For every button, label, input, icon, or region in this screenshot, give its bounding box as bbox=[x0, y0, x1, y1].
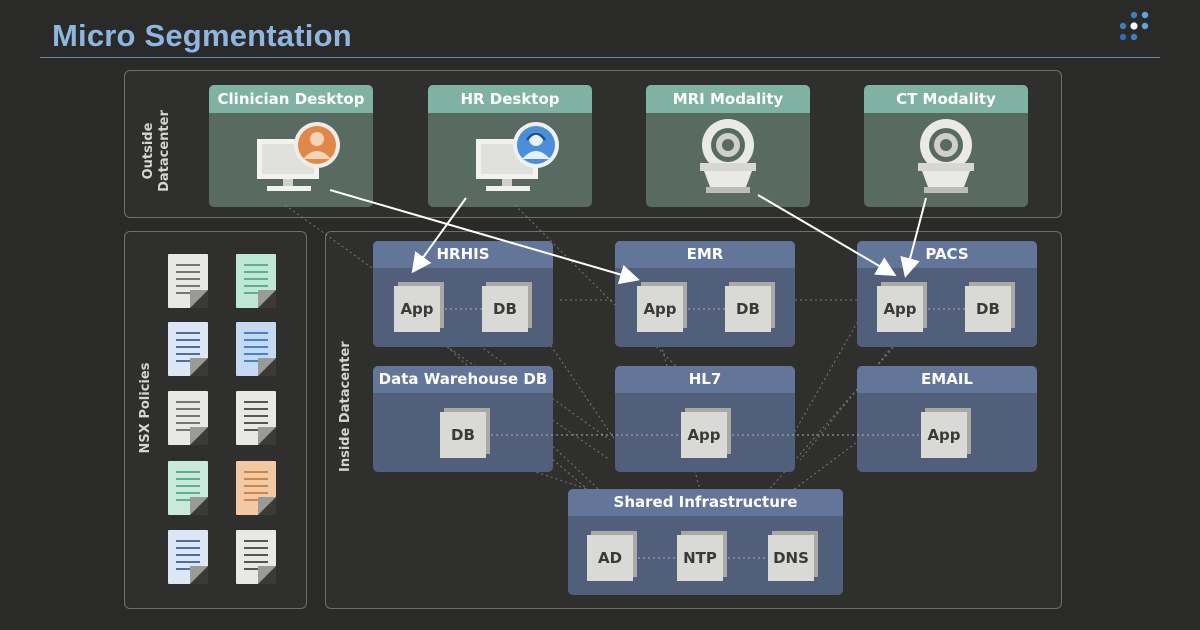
logo-icon bbox=[1119, 11, 1149, 41]
mri-modality-card[interactable]: MRI Modality bbox=[646, 85, 810, 207]
hrhis-db-server[interactable]: DB bbox=[482, 286, 528, 332]
policy-document-icon[interactable] bbox=[168, 530, 208, 584]
pacs-app-server[interactable]: App bbox=[877, 286, 923, 332]
data-warehouse-db-server[interactable]: DB bbox=[440, 412, 486, 458]
policy-document-icon[interactable] bbox=[168, 461, 208, 515]
emr-db-server[interactable]: DB bbox=[725, 286, 771, 332]
endpoint-label: MRI Modality bbox=[646, 85, 810, 113]
policy-document-icon[interactable] bbox=[168, 322, 208, 376]
emr-app-server[interactable]: App bbox=[637, 286, 683, 332]
hr-desktop-icon bbox=[476, 122, 559, 191]
group-label: PACS bbox=[857, 241, 1037, 268]
policy-document-icon[interactable] bbox=[236, 322, 276, 376]
group-label: Shared Infrastructure bbox=[568, 489, 843, 516]
title-divider bbox=[40, 57, 1160, 58]
policy-document-icon[interactable] bbox=[168, 391, 208, 445]
hl7-app-server[interactable]: App bbox=[681, 412, 727, 458]
dns-server[interactable]: DNS bbox=[768, 535, 814, 581]
group-label: EMR bbox=[615, 241, 795, 268]
policy-document-icon[interactable] bbox=[236, 461, 276, 515]
policy-document-icon[interactable] bbox=[168, 254, 208, 308]
clinician-desktop-card[interactable]: Clinician Desktop bbox=[209, 85, 373, 207]
ct-modality-card[interactable]: CT Modality bbox=[864, 85, 1028, 207]
ct-scanner-icon bbox=[918, 119, 974, 193]
policy-document-icon[interactable] bbox=[236, 530, 276, 584]
nsx-policies-frame bbox=[124, 231, 307, 609]
hrhis-app-server[interactable]: App bbox=[394, 286, 440, 332]
ntp-server[interactable]: NTP bbox=[677, 535, 723, 581]
group-label: HL7 bbox=[615, 366, 795, 393]
endpoint-label: HR Desktop bbox=[428, 85, 592, 113]
pacs-db-server[interactable]: DB bbox=[965, 286, 1011, 332]
group-label: EMAIL bbox=[857, 366, 1037, 393]
policy-document-icon[interactable] bbox=[236, 254, 276, 308]
hr-desktop-card[interactable]: HR Desktop bbox=[428, 85, 592, 207]
clinician-desktop-icon bbox=[257, 122, 340, 191]
endpoint-label: Clinician Desktop bbox=[209, 85, 373, 113]
policy-document-icon[interactable] bbox=[236, 391, 276, 445]
mri-scanner-icon bbox=[700, 119, 756, 193]
group-label: Data Warehouse DB bbox=[373, 366, 553, 393]
page-title: Micro Segmentation bbox=[52, 18, 352, 53]
ad-server[interactable]: AD bbox=[587, 535, 633, 581]
email-app-server[interactable]: App bbox=[921, 412, 967, 458]
endpoint-label: CT Modality bbox=[864, 85, 1028, 113]
